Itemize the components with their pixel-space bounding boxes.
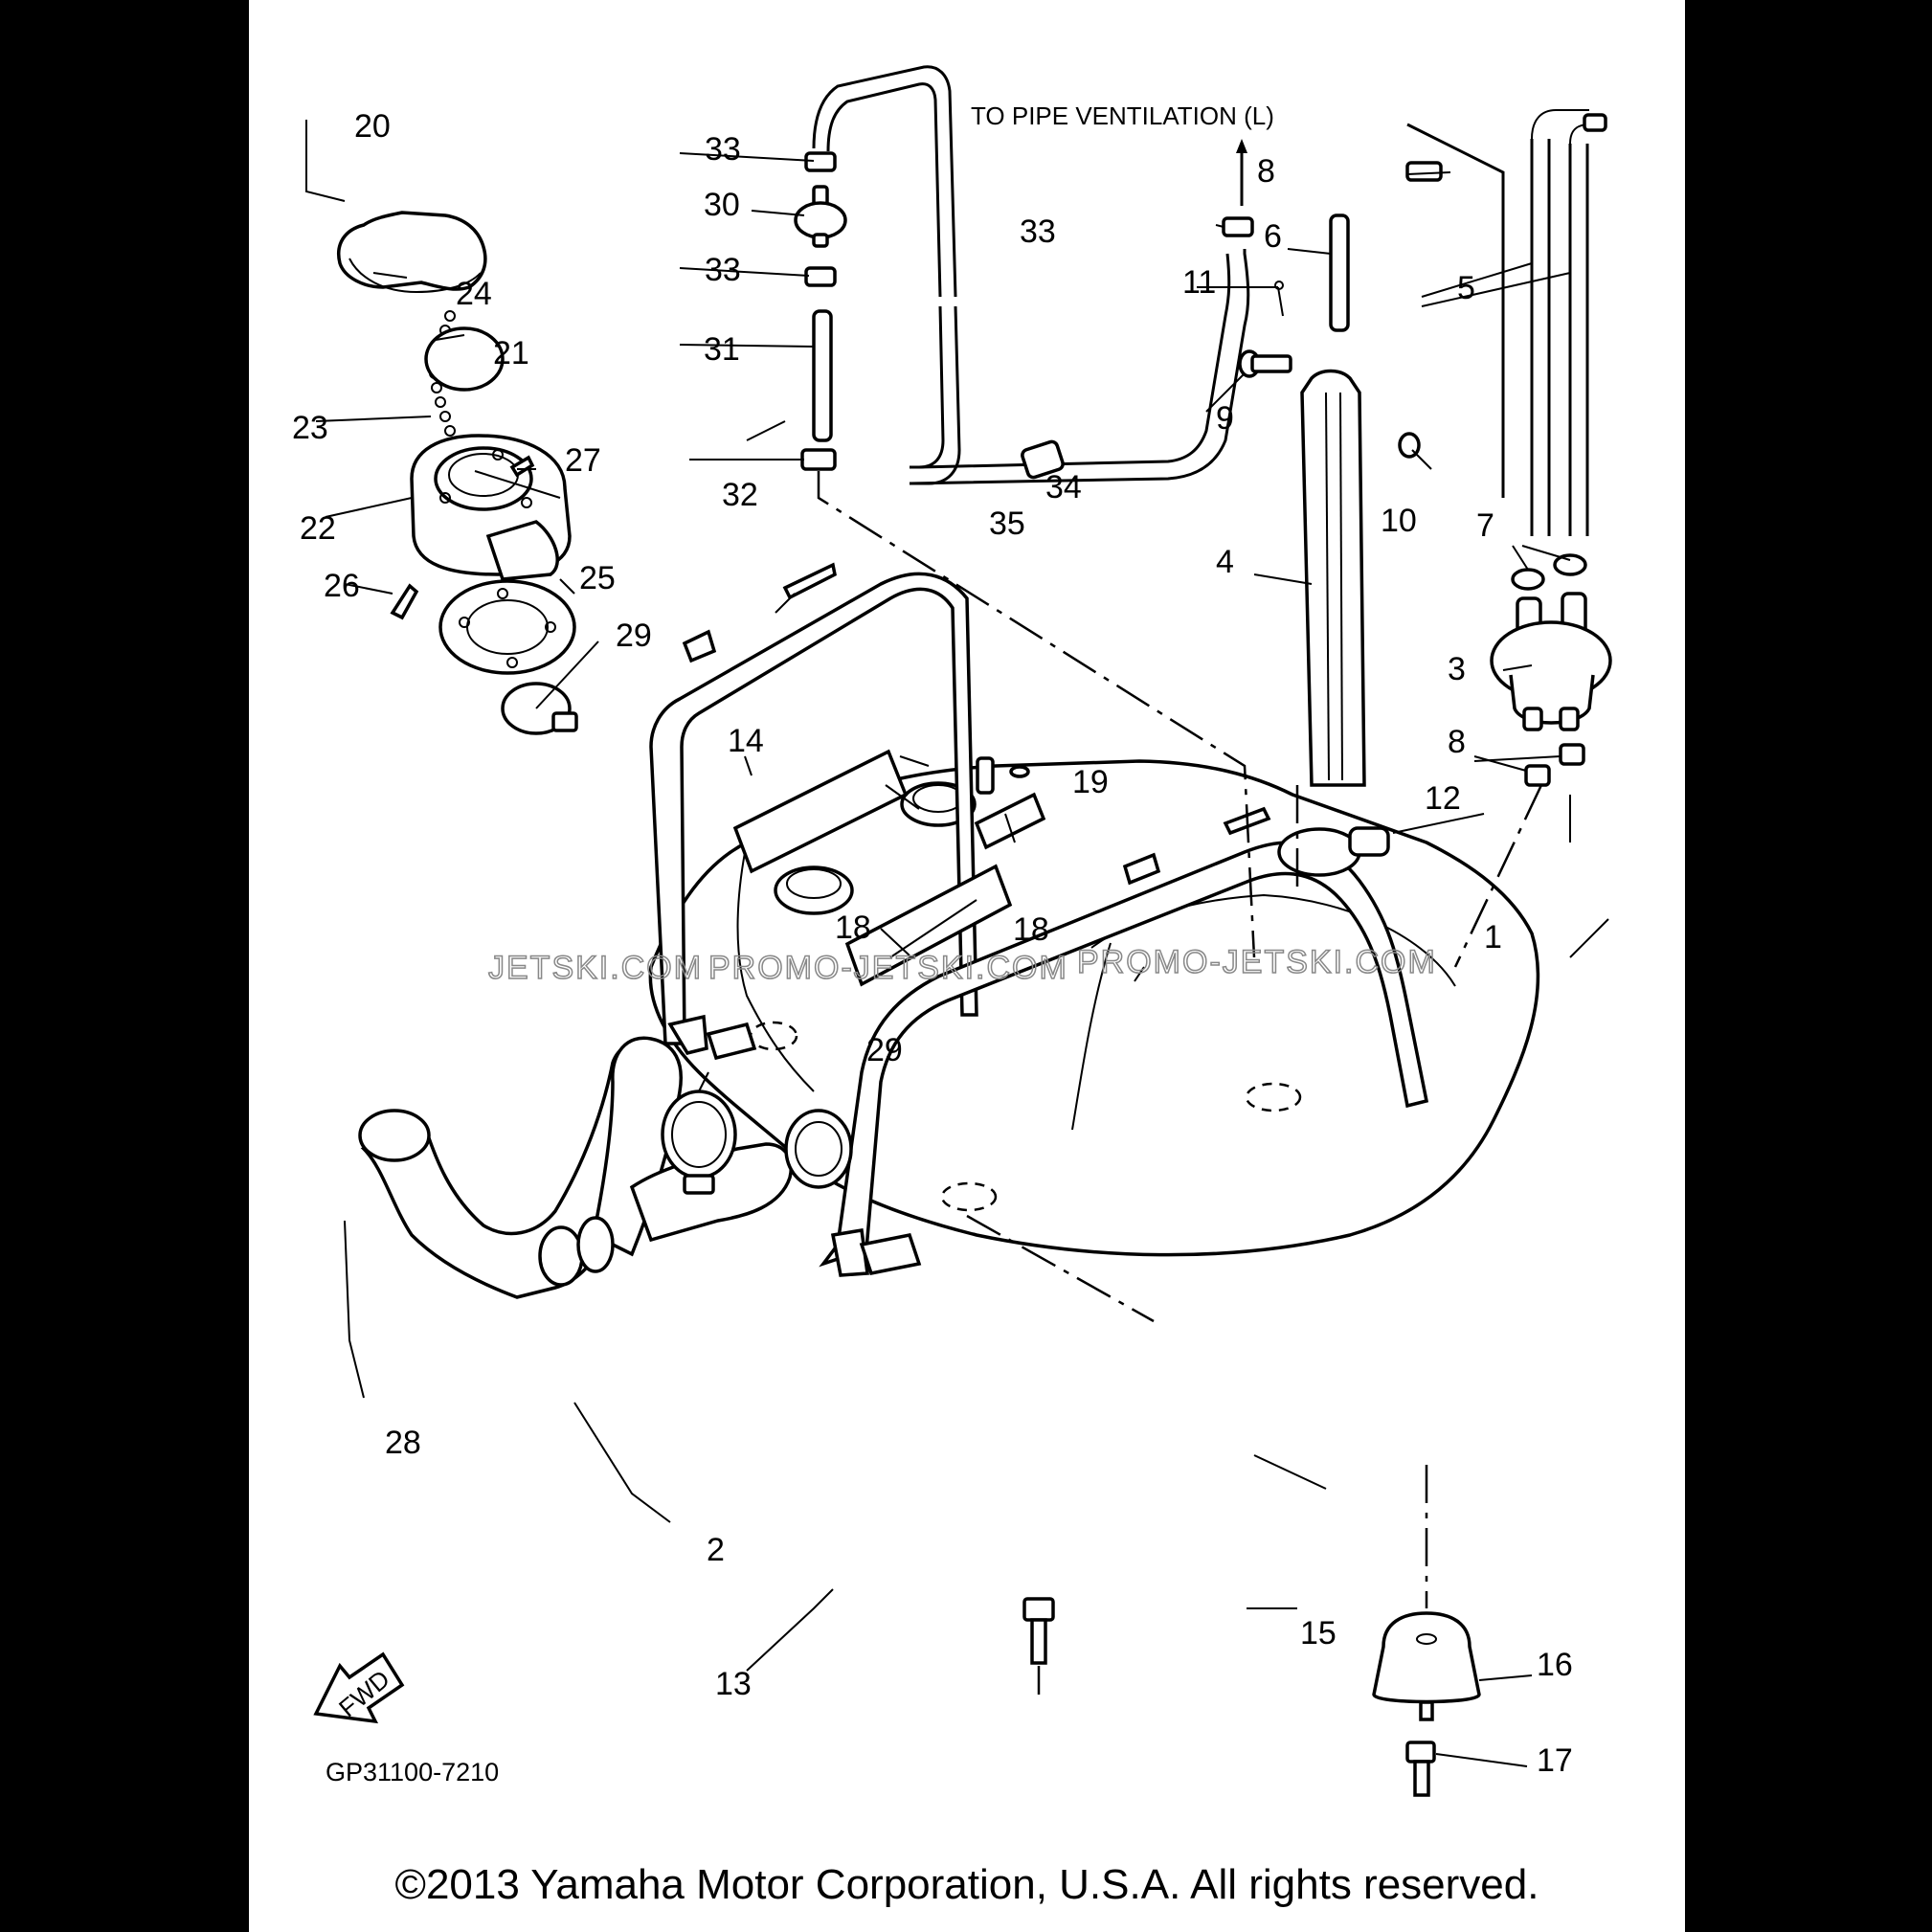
clip xyxy=(1405,161,1443,182)
copyright-notice: ©2013 Yamaha Motor Corporation, U.S.A. A… xyxy=(394,1861,1539,1908)
bolt-17 xyxy=(1405,1741,1436,1797)
tank-openings xyxy=(774,756,1030,915)
pipe xyxy=(1329,213,1350,332)
one-way-valve xyxy=(794,185,847,248)
callout-30: 30 xyxy=(704,187,740,223)
fuel-cock-assembly xyxy=(1453,109,1612,968)
callout-27: 27 xyxy=(565,442,601,479)
callout-12: 12 xyxy=(1425,780,1461,817)
fuel-tank-exploded-diagram: 1 2 3 4 5 6 7 8 8 9 10 11 12 13 14 15 16… xyxy=(292,65,1612,1797)
damper xyxy=(1372,1611,1481,1721)
callout-6: 6 xyxy=(1264,218,1282,255)
callout-7: 7 xyxy=(1476,507,1494,544)
watermark: JETSKI.COM PROMO-JETSKI.COM PROMO-JETSKI… xyxy=(487,943,1437,987)
callout-33-right: 33 xyxy=(1020,213,1056,250)
pipe-ventilation-annotation: TO PIPE VENTILATION (L) xyxy=(971,101,1274,130)
callout-17: 17 xyxy=(1537,1742,1573,1779)
fuel-cock xyxy=(1490,592,1612,731)
callout-19: 19 xyxy=(1072,764,1109,800)
callout-25: 25 xyxy=(579,560,616,596)
callout-3: 3 xyxy=(1448,651,1466,687)
diagram-sheet: 1 2 3 4 5 6 7 8 8 9 10 11 12 13 14 15 16… xyxy=(249,0,1685,1932)
callout-26: 26 xyxy=(324,568,360,604)
callout-10: 10 xyxy=(1381,503,1417,539)
callout-14: 14 xyxy=(728,723,764,759)
callout-33-top: 33 xyxy=(705,131,741,168)
tank-strap-front xyxy=(649,562,978,1061)
callout-29-bottom: 29 xyxy=(866,1032,903,1068)
rivet xyxy=(390,583,419,620)
hose-clip xyxy=(804,266,837,287)
filler-gasket xyxy=(438,579,576,675)
callout-31: 31 xyxy=(704,331,740,368)
callout-2: 2 xyxy=(707,1532,725,1568)
pin xyxy=(1238,349,1292,378)
clip xyxy=(1511,568,1545,591)
leader-lines xyxy=(305,120,1609,1767)
hose-clamp-upper xyxy=(501,682,578,735)
callout-9: 9 xyxy=(1216,400,1234,437)
callout-8-bottom: 8 xyxy=(1448,724,1466,760)
joint xyxy=(1021,439,1065,480)
tank-strap-rear xyxy=(819,806,1429,1277)
hose-clip xyxy=(800,448,837,471)
callout-15: 15 xyxy=(1300,1615,1337,1651)
caution-labels xyxy=(732,749,1046,987)
callout-35: 35 xyxy=(989,505,1025,542)
callout-18-left: 18 xyxy=(835,910,871,946)
watermark-text: JETSKI.COM xyxy=(488,950,703,986)
fwd-arrow xyxy=(313,1651,405,1724)
callout-4: 4 xyxy=(1216,544,1234,580)
hose-clip xyxy=(804,151,837,172)
diagram-code: GP31100-7210 xyxy=(326,1758,499,1786)
callout-28: 28 xyxy=(385,1425,421,1461)
callout-16: 16 xyxy=(1537,1647,1573,1683)
callout-21: 21 xyxy=(493,335,529,371)
callout-11: 11 xyxy=(1182,264,1216,301)
filler-neck xyxy=(410,434,572,581)
sender-guide-assembly xyxy=(1238,123,1505,890)
screw xyxy=(509,455,535,478)
callout-18-right: 18 xyxy=(1013,911,1049,948)
callout-22: 22 xyxy=(300,510,336,547)
clip xyxy=(1524,764,1551,787)
callout-5: 5 xyxy=(1457,270,1475,306)
callout-8-top: 8 xyxy=(1257,153,1275,190)
callout-20: 20 xyxy=(354,108,391,145)
watermark-text: PROMO-JETSKI.COM xyxy=(708,950,1068,986)
callout-34: 34 xyxy=(1045,469,1082,505)
vent-hose xyxy=(812,309,833,442)
callout-23: 23 xyxy=(292,410,328,446)
callout-labels: 1 2 3 4 5 6 7 8 8 9 10 11 12 13 14 15 16… xyxy=(292,108,1573,1779)
clip xyxy=(1559,743,1585,766)
hose-band xyxy=(1277,826,1390,877)
vent-hose-assembly xyxy=(794,65,1256,958)
clip xyxy=(1553,553,1587,576)
callout-32: 32 xyxy=(722,477,758,513)
bolt-15 xyxy=(1022,1597,1055,1665)
watermark-text: PROMO-JETSKI.COM xyxy=(1077,944,1437,980)
callout-29-top: 29 xyxy=(616,618,652,654)
hose-clip xyxy=(1222,216,1254,237)
o-ring xyxy=(424,326,505,392)
callout-24: 24 xyxy=(456,276,492,312)
callout-1: 1 xyxy=(1484,919,1502,955)
callout-13: 13 xyxy=(715,1666,752,1702)
callout-33-mid: 33 xyxy=(705,252,741,288)
